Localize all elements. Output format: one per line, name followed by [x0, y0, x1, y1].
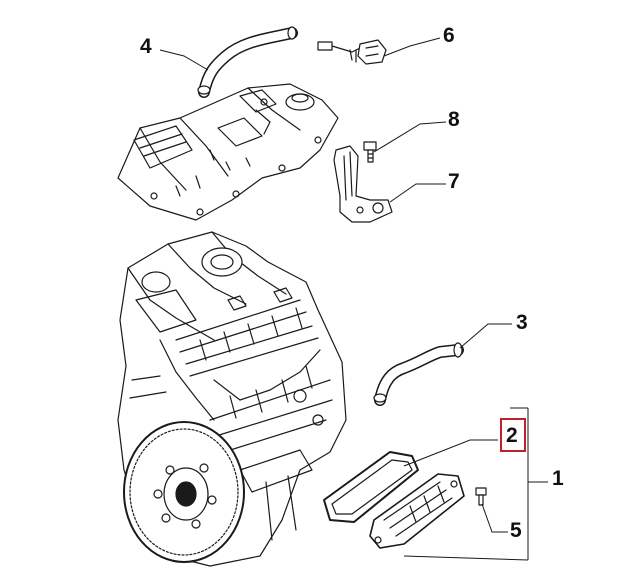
callout-label-8: 8 [448, 108, 460, 131]
flywheel [123, 421, 245, 563]
callout-label-4: 4 [140, 35, 152, 58]
oil-separator [369, 473, 465, 549]
leader-line-1 [403, 407, 548, 561]
leader-line-3 [459, 323, 512, 349]
leader-line-6 [383, 37, 441, 57]
callout-label-5: 5 [510, 519, 522, 542]
callout-label-3: 3 [516, 311, 528, 334]
leader-line-5 [481, 503, 508, 533]
cylinder-head-cover [117, 83, 339, 221]
highlight-box-callout-2 [500, 418, 526, 452]
callout-label-7: 7 [448, 170, 460, 193]
upper-breather-hose [197, 26, 298, 98]
leader-line-8 [373, 121, 447, 153]
leader-line-2 [403, 439, 498, 467]
gasket [323, 451, 419, 523]
screw [475, 487, 487, 506]
leader-line-7 [389, 183, 446, 203]
callout-label-1: 1 [552, 467, 564, 490]
leader-lines [159, 37, 548, 561]
bolt [363, 141, 377, 163]
sensor-connector [317, 39, 387, 65]
callout-label-6: 6 [443, 24, 455, 47]
lower-breather-hose [373, 342, 464, 406]
bracket [333, 145, 393, 223]
leader-line-4 [159, 49, 209, 71]
callout-label-2: 2 [506, 424, 518, 447]
